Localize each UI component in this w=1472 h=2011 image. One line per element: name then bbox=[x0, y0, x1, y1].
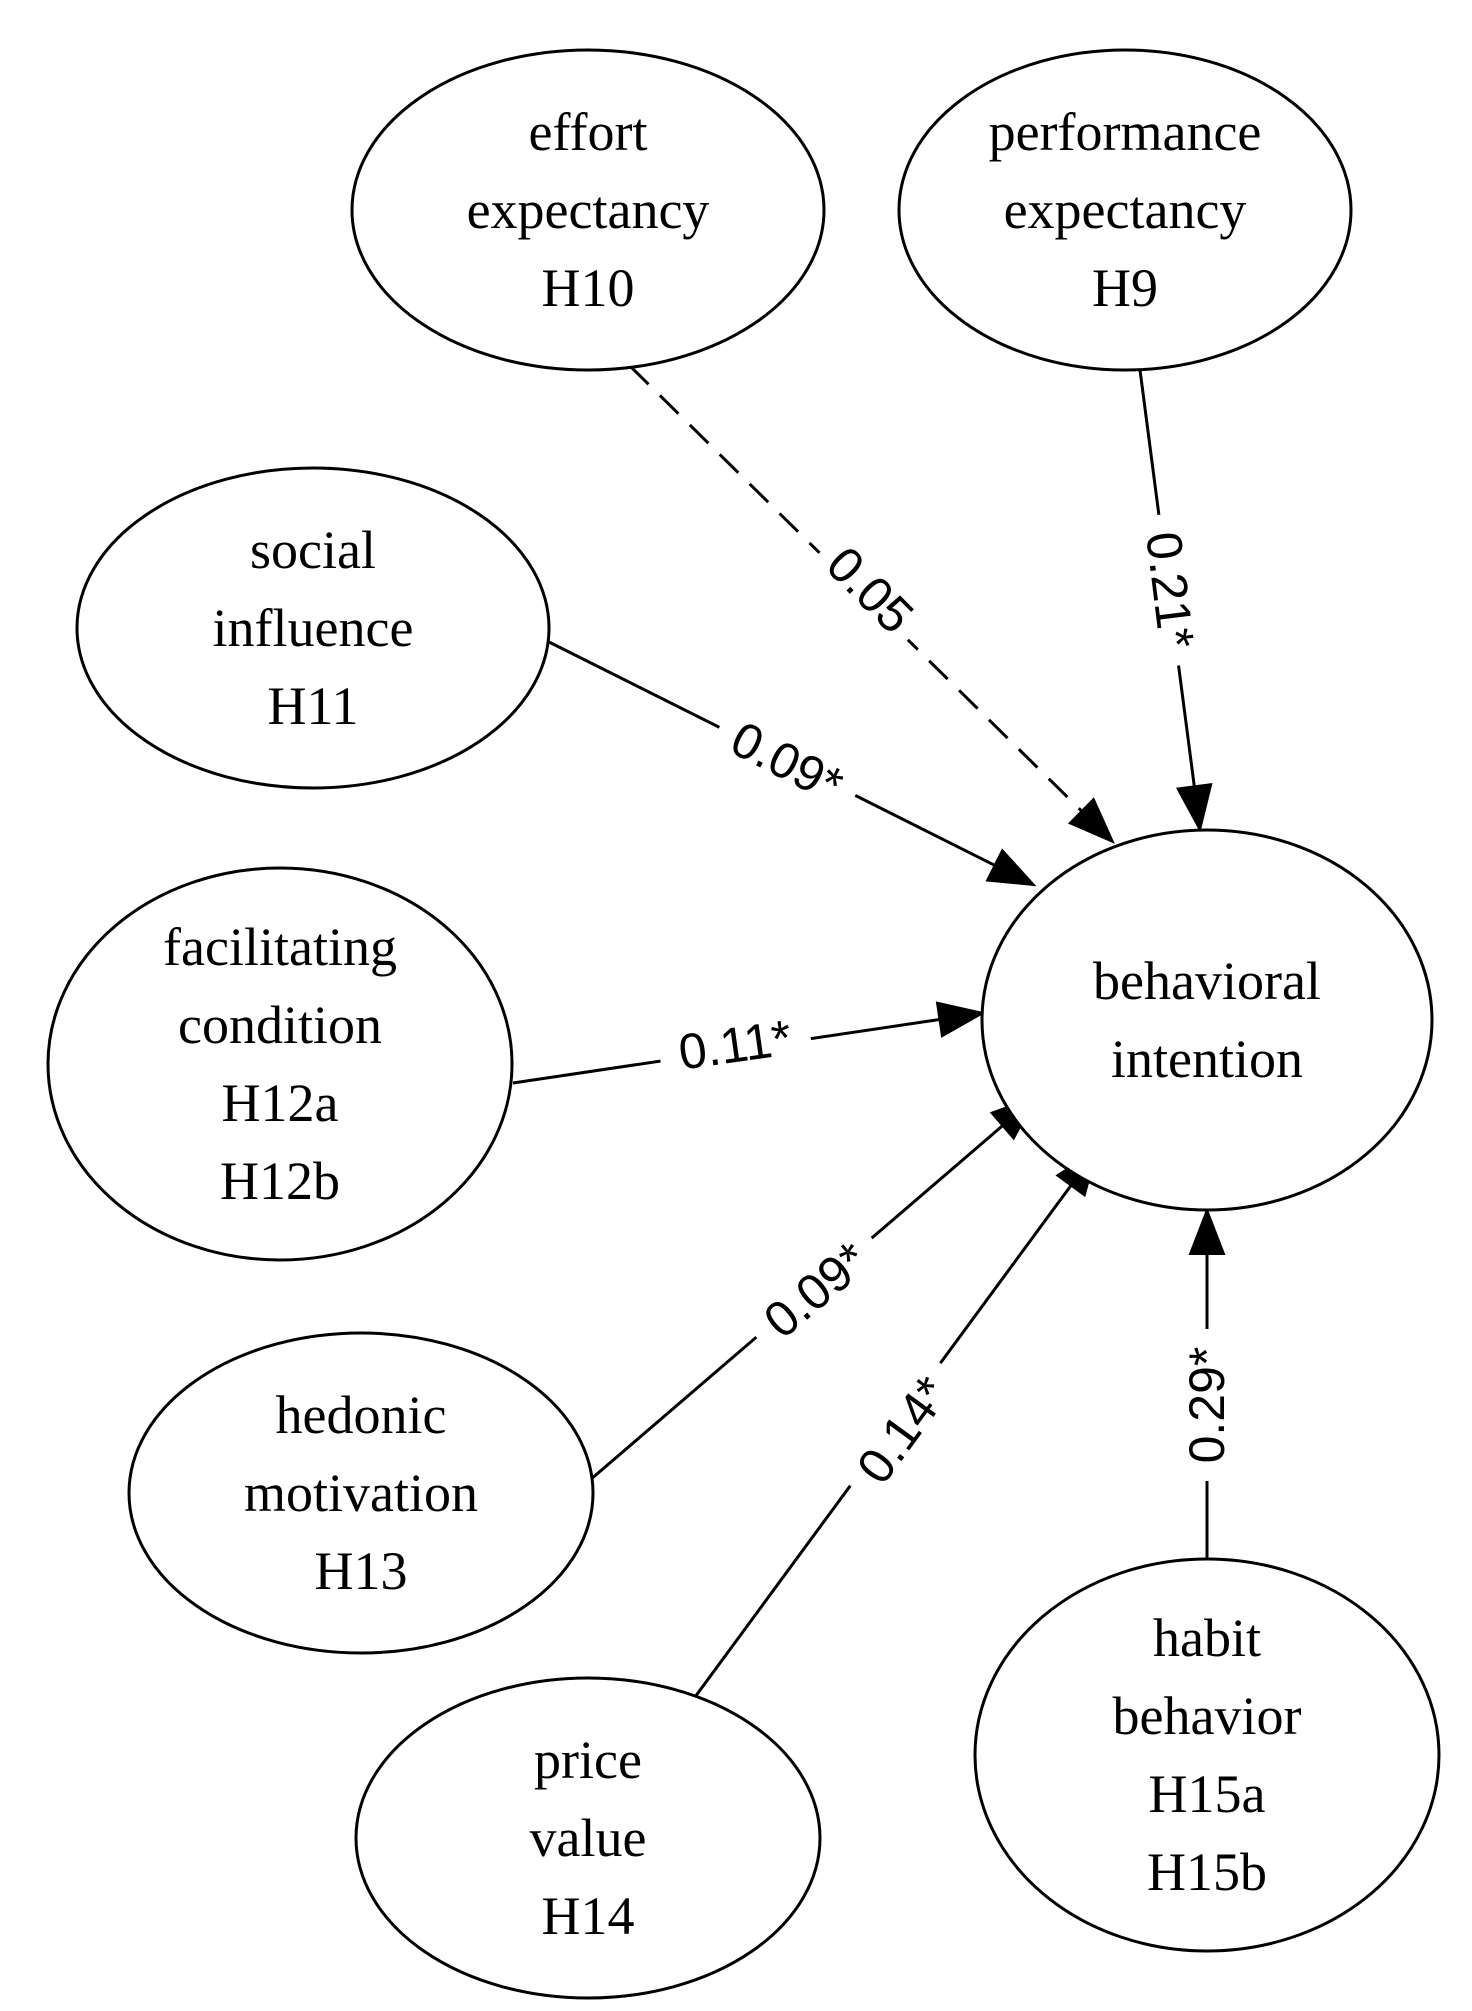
edge-price-to-behavioral: 0.14* bbox=[693, 1147, 1099, 1698]
edge-label-group: 0.09* bbox=[738, 1218, 894, 1362]
edge-performance-to-behavioral: 0.21* bbox=[1130, 369, 1213, 833]
node-habit-ellipse bbox=[973, 1557, 1441, 1953]
edge-label-group: 0.05 bbox=[804, 524, 936, 656]
node-effort-ellipse bbox=[350, 48, 826, 372]
node-price-line-1: value bbox=[530, 1808, 647, 1868]
node-facilitating-line-2: H12a bbox=[222, 1073, 339, 1133]
edge-label-group: 0.09* bbox=[705, 700, 869, 824]
node-habit-line-0: habit bbox=[1153, 1608, 1261, 1668]
node-performance-ellipse bbox=[897, 48, 1353, 372]
node-effort-line-0: effort bbox=[529, 102, 648, 162]
edge-label-background bbox=[705, 700, 869, 824]
node-facilitating-line-1: condition bbox=[178, 995, 382, 1055]
node-habit-line-1: behavior bbox=[1113, 1686, 1302, 1746]
arrowhead bbox=[935, 1001, 986, 1038]
node-performance-line-1: expectancy bbox=[1004, 180, 1247, 240]
node-price-line-2: H14 bbox=[542, 1886, 635, 1946]
edge-effort-to-behavioral: 0.05 bbox=[628, 364, 1115, 844]
edge-label-background bbox=[1130, 510, 1210, 670]
edge-social-to-behavioral: 0.09* bbox=[544, 638, 1037, 887]
node-facilitating-line-0: facilitating bbox=[163, 917, 397, 977]
node-facilitating-line-3: H12b bbox=[220, 1151, 340, 1211]
node-social-line-0: social bbox=[250, 520, 376, 580]
node-habit-line-2: H15a bbox=[1149, 1764, 1266, 1824]
arrowhead bbox=[985, 848, 1037, 887]
node-social-line-2: H11 bbox=[268, 676, 359, 736]
node-facilitating-ellipse bbox=[46, 866, 514, 1262]
node-hedonic-line-2: H13 bbox=[315, 1541, 408, 1601]
node-behavioral: behavioral intention bbox=[980, 828, 1434, 1212]
edge-habit-to-behavioral: 0.29* bbox=[1177, 1207, 1237, 1600]
node-social-ellipse bbox=[75, 466, 551, 790]
node-price-ellipse bbox=[354, 1676, 822, 2000]
node-behavioral-line-1: intention bbox=[1111, 1029, 1303, 1089]
edge-label-social: 0.09* bbox=[722, 711, 851, 814]
node-habit-line-3: H15b bbox=[1147, 1842, 1267, 1902]
edge-label-background bbox=[1177, 1329, 1237, 1481]
edge-label-background bbox=[834, 1350, 972, 1510]
node-hedonic-line-0: hedonic bbox=[276, 1385, 447, 1445]
edge-label-group: 0.29* bbox=[1177, 1329, 1237, 1481]
node-performance-line-0: performance bbox=[989, 102, 1262, 162]
edge-label-background bbox=[804, 524, 936, 656]
edge-label-habit: 0.29* bbox=[1179, 1347, 1235, 1464]
node-hedonic-ellipse bbox=[127, 1331, 595, 1655]
edge-label-group: 0.21* bbox=[1130, 510, 1210, 670]
node-behavioral-ellipse bbox=[980, 828, 1434, 1212]
edge-facilitating-to-behavioral: 0.11* bbox=[512, 1001, 986, 1086]
arrowhead bbox=[1188, 1207, 1226, 1255]
edge-label-facilitating: 0.11* bbox=[675, 1009, 795, 1080]
arrowhead bbox=[1067, 797, 1115, 844]
arrowhead bbox=[1175, 783, 1213, 833]
node-performance-line-2: H9 bbox=[1092, 258, 1158, 318]
node-effort-line-2: H10 bbox=[542, 258, 635, 318]
node-behavioral-line-0: behavioral bbox=[1093, 951, 1321, 1011]
node-social-line-1: influence bbox=[213, 598, 414, 658]
edge-label-background bbox=[655, 1004, 815, 1086]
edge-label-group: 0.14* bbox=[834, 1350, 972, 1510]
edge-label-background bbox=[738, 1218, 894, 1362]
edge-hedonic-to-behavioral: 0.09* bbox=[589, 1095, 1039, 1482]
node-hedonic-line-1: motivation bbox=[244, 1463, 478, 1523]
node-price-line-0: price bbox=[534, 1730, 642, 1790]
edge-label-group: 0.11* bbox=[655, 1004, 815, 1086]
node-effort-line-1: expectancy bbox=[467, 180, 710, 240]
